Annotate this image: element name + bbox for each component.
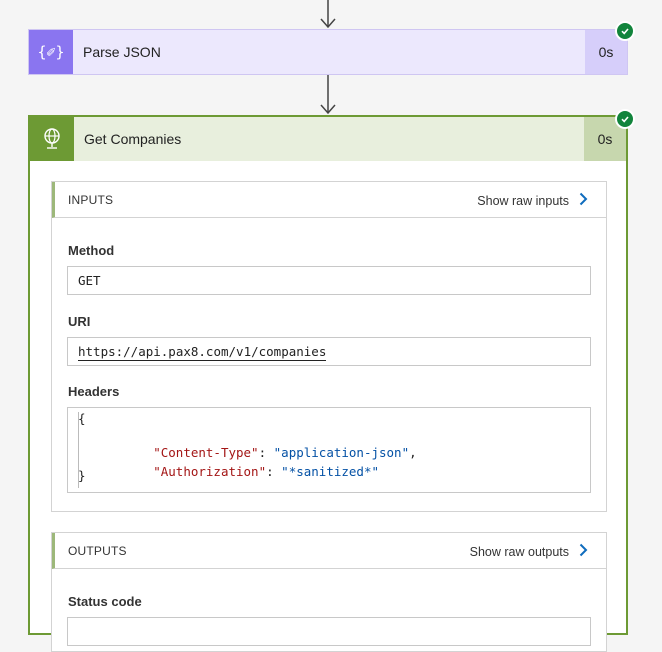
show-raw-outputs-label: Show raw outputs [469, 544, 569, 559]
http-globe-icon [30, 117, 74, 161]
headers-close-brace: } [78, 468, 86, 483]
flow-arrow-top [318, 0, 338, 29]
header-line-content-type: "Content-Type": "application-json", [93, 430, 417, 475]
headers-open-brace: { [78, 411, 86, 426]
get-companies-card[interactable]: Get Companies 0s INPUTS Show raw inputs … [28, 115, 628, 652]
status-code-field[interactable] [67, 617, 591, 646]
outputs-section: OUTPUTS Show raw outputs Status code [51, 532, 607, 652]
outputs-section-title: OUTPUTS [68, 544, 127, 558]
header-trail: , [409, 445, 417, 460]
code-indent-guide [78, 412, 85, 488]
uri-value[interactable]: https://api.pax8.com/v1/companies [78, 344, 327, 361]
uri-field[interactable]: https://api.pax8.com/v1/companies [67, 337, 591, 366]
data-operation-icon: {✐} [29, 30, 73, 74]
method-label: Method [68, 243, 115, 258]
headers-field[interactable]: { "Content-Type": "application-json", "A… [67, 407, 591, 493]
inputs-section: INPUTS Show raw inputs Method GET URI ht… [51, 181, 607, 512]
header-value: "*sanitized*" [281, 464, 380, 479]
inputs-section-title: INPUTS [68, 193, 114, 207]
header-sep: : [266, 464, 282, 479]
chevron-right-icon [579, 192, 588, 209]
inputs-section-header: INPUTS Show raw inputs [52, 182, 606, 218]
chevron-right-icon [579, 543, 588, 560]
show-raw-outputs-link[interactable]: Show raw outputs [470, 543, 588, 560]
parse-json-card[interactable]: {✐} Parse JSON 0s [28, 29, 628, 75]
parse-json-title: Parse JSON [83, 44, 161, 60]
header-key: "Authorization" [153, 464, 267, 479]
header-sep: : [258, 445, 274, 460]
method-field[interactable]: GET [67, 266, 591, 295]
header-key: "Content-Type" [153, 445, 259, 460]
header-line-authorization: "Authorization": "*sanitized*" [93, 449, 379, 494]
status-code-label: Status code [68, 594, 142, 609]
get-companies-title: Get Companies [84, 131, 182, 147]
show-raw-inputs-label: Show raw inputs [477, 193, 569, 208]
uri-label: URI [68, 314, 91, 329]
header-value: "application-json" [273, 445, 410, 460]
show-raw-inputs-link[interactable]: Show raw inputs [477, 192, 588, 209]
success-check-icon [615, 109, 635, 129]
outputs-section-header: OUTPUTS Show raw outputs [52, 533, 606, 569]
flow-arrow-middle [318, 75, 338, 115]
get-companies-header[interactable]: Get Companies 0s [30, 117, 626, 161]
success-check-icon [615, 21, 635, 41]
headers-label: Headers [68, 384, 120, 399]
method-value: GET [78, 273, 101, 288]
